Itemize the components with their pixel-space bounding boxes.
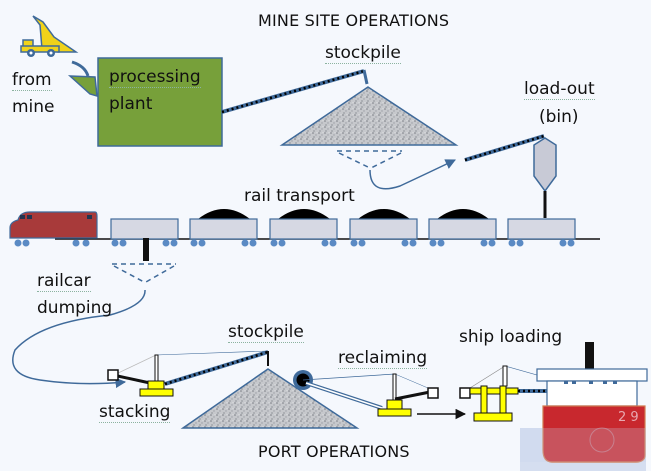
wheel (170, 239, 178, 247)
watermark: 2 9 (618, 410, 639, 425)
wheel (198, 239, 206, 247)
label-railcar: railcar (37, 271, 91, 292)
wheel (350, 239, 358, 247)
wheel (488, 239, 496, 247)
railcar-body (428, 218, 497, 240)
wheel (278, 239, 286, 247)
wheel (249, 239, 257, 247)
dump-truck-icon (20, 15, 79, 57)
wheel (241, 239, 249, 247)
wheel (162, 239, 170, 247)
label-plant: plant (109, 94, 153, 114)
processing-plant (97, 57, 223, 147)
wheel (437, 239, 445, 247)
label-bin: (bin) (539, 107, 579, 127)
coal-load (358, 209, 410, 219)
feed-arc (71, 60, 90, 77)
wheel (559, 239, 567, 247)
coal-load (278, 209, 330, 219)
mine-stockpile (279, 86, 459, 146)
label-mine: mine (12, 97, 55, 117)
label-rail-transport: rail transport (244, 186, 355, 206)
hopper-icon (67, 75, 98, 98)
dump-funnel (112, 263, 176, 283)
port-stockpile (180, 368, 360, 429)
railcar-body (189, 218, 258, 240)
reclaim-funnel (337, 150, 402, 169)
label-stacking: stacking (99, 402, 171, 423)
mine-site-title: MINE SITE OPERATIONS (258, 11, 450, 30)
label-ship-loading: ship loading (459, 327, 563, 347)
label-loadout: load-out (524, 79, 595, 100)
wheel (358, 239, 366, 247)
railcar-body (349, 218, 418, 240)
wheel (567, 239, 575, 247)
stacker-icon (107, 350, 269, 397)
coal-load (198, 209, 250, 219)
port-operations-title: PORT OPERATIONS (258, 442, 410, 461)
ship-icon: 2 9 (520, 342, 648, 471)
wheel (119, 239, 127, 247)
railcar-1 (110, 218, 179, 247)
dump-chute (143, 238, 149, 261)
label-stockpile-port: stockpile (228, 322, 304, 343)
wheel (480, 239, 488, 247)
wheel (429, 239, 437, 247)
label-reclaiming: reclaiming (338, 348, 428, 369)
railcar-body (110, 218, 179, 240)
wheel (190, 239, 198, 247)
wheel (111, 239, 119, 247)
railcars (110, 209, 576, 247)
wheel (401, 239, 409, 247)
wheel (329, 239, 337, 247)
label-dumping: dumping (37, 298, 113, 318)
label-processing: processing (109, 67, 201, 88)
conveyor-loadout (464, 134, 545, 162)
coal-load (437, 209, 489, 219)
wheel (516, 239, 524, 247)
wheel (508, 239, 516, 247)
wheel (321, 239, 329, 247)
railcar-body (507, 218, 576, 240)
railcar-body (269, 218, 338, 240)
loadout-bin (533, 137, 557, 193)
label-stockpile-mine: stockpile (325, 43, 401, 64)
flow-arrow-to-loadout (369, 159, 456, 190)
locomotive-icon (9, 211, 98, 247)
conveyor-mine-stockpile (221, 69, 369, 114)
railcar-4 (349, 209, 418, 247)
flow-arrow-to-stacker (12, 289, 146, 389)
railcar-3 (269, 209, 338, 247)
label-from: from (12, 70, 52, 91)
railcar-2 (189, 209, 258, 247)
railcar-6 (507, 218, 576, 247)
reclaimer-icon (293, 370, 439, 417)
wheel (270, 239, 278, 247)
railcar-5 (428, 209, 497, 247)
wheel (409, 239, 417, 247)
